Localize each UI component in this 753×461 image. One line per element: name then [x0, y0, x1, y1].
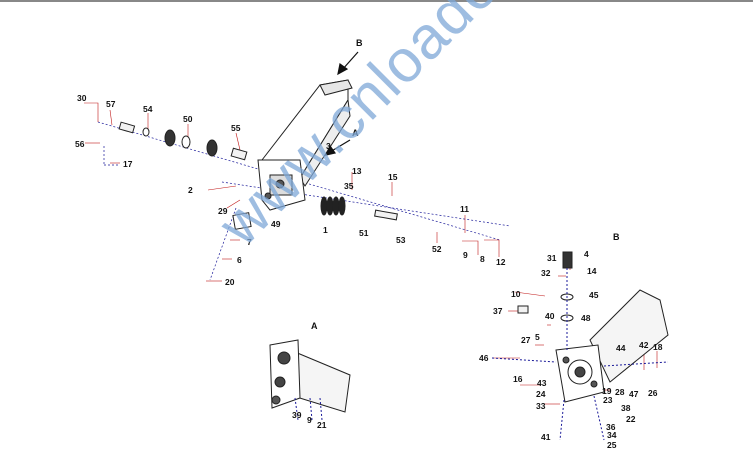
callout-label: 31 — [547, 253, 557, 263]
callout-label: 8 — [480, 254, 485, 264]
callout-label: 57 — [106, 99, 116, 109]
callout-label: 25 — [607, 440, 617, 450]
callout-label: 43 — [537, 378, 547, 388]
callout-label: 42 — [639, 340, 649, 350]
view-marker-a-top: A — [352, 128, 359, 138]
callout-label: 14 — [587, 266, 597, 276]
callout-label: 33 — [536, 401, 546, 411]
callout-label: 49 — [271, 219, 281, 229]
callout-label: 1 — [323, 225, 328, 235]
callout-label: 16 — [513, 374, 523, 384]
callout-label: 36 — [606, 422, 616, 432]
callout-label: 19 — [602, 386, 612, 396]
detail-b-boom-head — [491, 251, 669, 441]
callout-label: 34 — [607, 430, 617, 440]
callout-label: 9 — [307, 415, 312, 425]
view-arrows — [324, 51, 359, 156]
callout-label: 46 — [479, 353, 489, 363]
callout-label: 51 — [359, 228, 369, 238]
callout-label: 12 — [496, 257, 506, 267]
callout-label: 47 — [629, 389, 639, 399]
callout-label: 24 — [536, 389, 546, 399]
callout-label: 26 — [648, 388, 658, 398]
callout-label: 23 — [603, 395, 613, 405]
callout-label: 7 — [247, 237, 252, 247]
callout-label: 32 — [541, 268, 551, 278]
callout-label: 10 — [511, 289, 521, 299]
callout-label: 28 — [615, 387, 625, 397]
callout-label: 21 — [317, 420, 327, 430]
callout-label: 4 — [584, 249, 589, 259]
callout-label: 53 — [396, 235, 406, 245]
callout-label: 54 — [143, 104, 153, 114]
callout-label: 27 — [521, 335, 531, 345]
top-border — [0, 0, 753, 2]
callout-label: 38 — [621, 403, 631, 413]
callout-label: 9 — [463, 250, 468, 260]
callout-label: 13 — [352, 166, 362, 176]
view-marker-b-detail: B — [613, 232, 620, 242]
callout-label: 39 — [292, 410, 302, 420]
axle-parts — [118, 121, 398, 230]
callout-label: 56 — [75, 139, 85, 149]
callout-label: 11 — [460, 204, 469, 214]
view-marker-a-detail: A — [311, 321, 318, 331]
detail-a-boom-end — [269, 339, 351, 421]
callout-label: 48 — [581, 313, 591, 323]
callout-label: 17 — [123, 159, 133, 169]
callout-label: 22 — [626, 414, 636, 424]
view-marker-b-top: B — [356, 38, 363, 48]
callout-label: 29 — [218, 206, 228, 216]
callout-label: 45 — [589, 290, 599, 300]
callout-label: 44 — [616, 343, 626, 353]
callout-label: 52 — [432, 244, 442, 254]
callout-label: 2 — [188, 185, 193, 195]
callout-label: 30 — [77, 93, 87, 103]
callout-label: 3 — [326, 141, 331, 151]
callout-label: 6 — [237, 255, 242, 265]
callout-label: 41 — [541, 432, 551, 442]
boom-cylinder-part — [257, 79, 353, 211]
callout-label: 15 — [388, 172, 398, 182]
callout-label: 20 — [225, 277, 235, 287]
callout-label: 37 — [493, 306, 503, 316]
callout-label: 18 — [653, 342, 663, 352]
callout-label: 40 — [545, 311, 555, 321]
callout-label: 50 — [183, 114, 193, 124]
callout-label: 35 — [344, 181, 354, 191]
callout-label: 55 — [231, 123, 241, 133]
callout-label: 5 — [535, 332, 540, 342]
